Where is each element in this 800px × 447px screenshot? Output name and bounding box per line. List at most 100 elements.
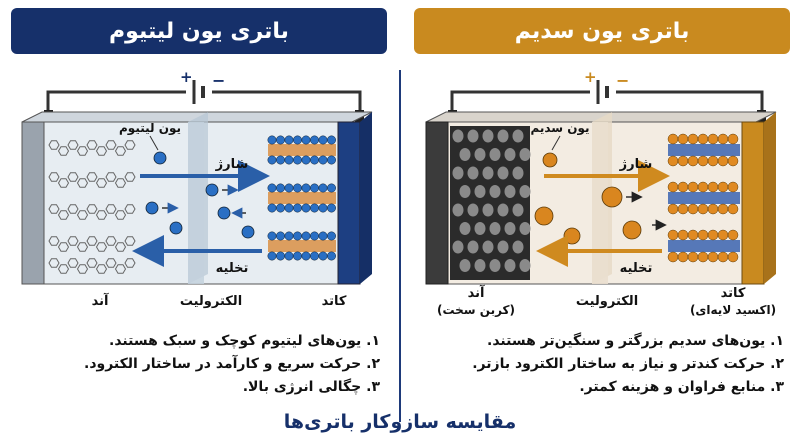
sodium-ion [622,220,642,240]
sodium-point: ۳. منابع فراوان و هزینه کمتر. [579,379,784,395]
graphite-hexagon [48,236,60,246]
cathode-ion [687,181,699,193]
graphite-hexagon [48,172,60,182]
sodium-points: ۱. یون‌های سدیم بزرگتر و سنگین‌تر هستند.… [414,330,784,399]
cathode-ion [707,181,719,193]
cathode-ion [707,229,719,241]
cathode-ion [301,183,311,193]
graphite-hexagon [124,172,136,182]
lithium-ion [241,225,255,239]
hard-carbon-pore [504,148,516,161]
graphite-hexagon [48,258,60,268]
cathode-ion [327,231,336,241]
sodium-cathode-plate [741,121,765,285]
graphite-hexagon [67,140,79,150]
cathode-ion [276,231,285,241]
cathode-ion [717,133,729,145]
cathode-ion [310,231,319,241]
cathode-ion [310,251,319,261]
hard-carbon-pore [452,240,464,254]
lithium-title: باتری یون لیتیوم [109,18,289,44]
cathode-ion [687,155,699,167]
cathode-ion [276,135,285,145]
graphite-hexagon [114,242,127,252]
cathode-ion [267,251,277,261]
cathode-ion [284,231,294,241]
hard-carbon-pore [482,240,494,254]
hard-carbon-pore [467,166,479,180]
cathode-ion [687,133,699,145]
footer-title: مقایسه سازوکار باتری‌ها [283,411,517,433]
sodium-separator [592,122,608,284]
cathode-ion [318,135,328,145]
hard-carbon-pore [519,185,531,198]
cathode-ion [284,155,294,165]
hard-carbon-pore [482,166,494,180]
lithium-cathode-label: کاتد [321,294,347,309]
hard-carbon-pore [452,129,464,143]
sodium-cathode-label: کاتد [720,286,746,301]
cathode-ion [667,155,679,167]
cathode-ion [677,181,689,193]
cathode-ion [293,183,302,193]
cathode-ion [310,135,319,145]
lithium-cathode-side [360,112,372,284]
cathode-ion [276,183,285,193]
lithium-ion [169,221,183,235]
lithium-points: ۱. یون‌های لیتیوم کوچک و سبک هستند. ۲. ح… [30,330,380,399]
hard-carbon-pore [504,222,516,235]
lithium-cathode-plate [337,121,361,285]
graphite-hexagon [57,146,70,156]
sodium-ion [601,186,623,208]
hard-carbon-pore [452,166,464,180]
graphite-hexagon [76,242,89,252]
hard-carbon-pore [489,259,501,272]
hard-carbon-pore [489,222,501,235]
lithium-ion [153,151,167,165]
hard-carbon-pore [512,240,524,254]
sodium-discharge-label: تخلیه [620,261,653,276]
graphite-hexagon [124,204,136,214]
lithium-header: باتری یون لیتیوم [11,8,387,54]
cathode-ion [284,183,294,193]
hard-carbon-pore [452,203,464,217]
cathode-ion [727,251,739,263]
hard-carbon-pore [519,148,531,161]
graphite-hexagon [95,210,108,220]
cathode-ion [267,155,277,165]
sodium-plus-sign: + [584,68,597,86]
cathode-ion [293,251,302,261]
graphite-hexagon [105,204,117,214]
lithium-diagram: + − شارژ تخلیه یون لیتیوم [21,68,373,285]
hard-carbon-pore [489,148,501,161]
cathode-ion [697,155,709,167]
cathode-ion [707,251,719,263]
cathode-ion [327,251,336,261]
graphite-hexagon [86,236,98,246]
graphite-hexagon [48,140,60,150]
graphite-hexagon [86,140,98,150]
sodium-cathode-structure [667,133,740,263]
cathode-ion [727,203,739,215]
lithium-discharge-label: تخلیه [216,261,249,276]
lithium-separator [188,122,204,284]
sodium-cathode-sub: (اکسید لایه‌ای) [689,303,777,317]
cathode-ion [293,203,302,213]
cathode-ion [677,133,689,145]
graphite-hexagon [114,264,127,274]
cathode-ion [727,133,739,145]
cathode-layer [668,144,740,156]
cathode-ion [727,229,739,241]
cathode-ion [276,155,285,165]
cathode-ion [677,251,689,263]
cathode-ion [727,181,739,193]
cathode-ion [677,229,689,241]
graphite-hexagon [76,210,89,220]
lithium-minus-sign: − [212,71,225,90]
cathode-ion [301,251,311,261]
sodium-anode-plate [425,121,449,285]
hard-carbon-pore [497,240,509,254]
cathode-ion [267,231,277,241]
lithium-plus-sign: + [180,68,193,86]
lithium-cathode-structure [267,135,336,261]
